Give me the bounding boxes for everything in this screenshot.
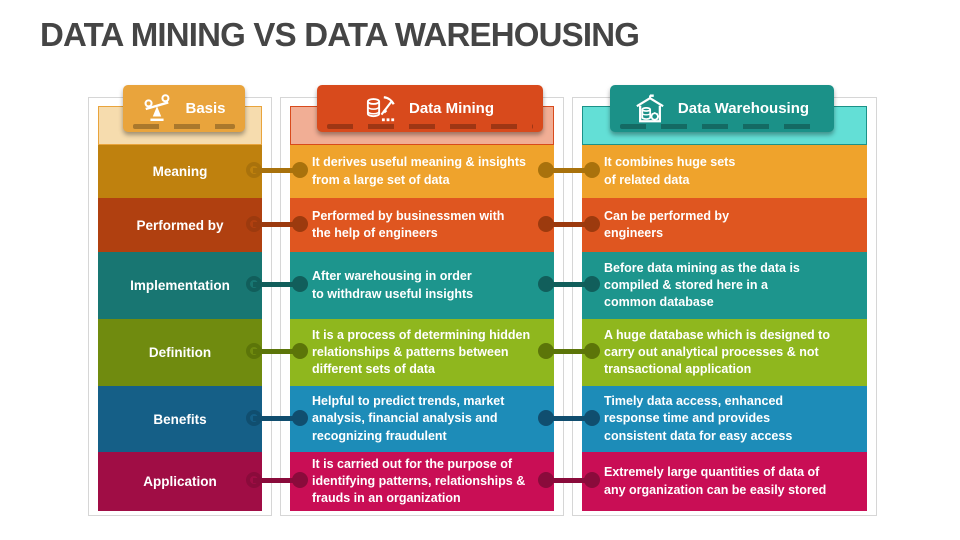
- basis-tab-label: Basis: [185, 100, 226, 117]
- row-label-performed-by: Performed by: [98, 198, 262, 252]
- connector-basis-mining-benefits: [246, 409, 308, 427]
- connector-mining-warehousing-definition: [538, 342, 600, 360]
- cell-warehousing-performed-by: Can be performed by engineers: [582, 198, 867, 252]
- row-label-application: Application: [98, 452, 262, 511]
- row-label-definition: Definition: [98, 319, 262, 386]
- cell-mining-meaning: It derives useful meaning & insights fro…: [290, 145, 554, 198]
- connector-basis-mining-application: [246, 471, 308, 489]
- row-label-implementation: Implementation: [98, 252, 262, 319]
- connector-basis-mining-definition: [246, 342, 308, 360]
- connector-basis-mining-implementation: [246, 275, 308, 293]
- connector-mining-warehousing-benefits: [538, 409, 600, 427]
- basis-header-tab: Basis: [123, 85, 245, 132]
- page-title: DATA MINING VS DATA WAREHOUSING: [40, 16, 640, 53]
- cell-warehousing-definition: A huge database which is designed to car…: [582, 319, 867, 386]
- connector-mining-warehousing-meaning: [538, 161, 600, 179]
- basis-column-strip: Meaning Performed by Implementation Defi…: [98, 106, 262, 511]
- data-mining-column-panel: It derives useful meaning & insights fro…: [280, 97, 564, 516]
- data-mining-tab-label: Data Mining: [409, 100, 494, 117]
- row-label-meaning: Meaning: [98, 145, 262, 198]
- data-warehouse-icon: [635, 93, 665, 124]
- cell-warehousing-meaning: It combines huge sets of related data: [582, 145, 867, 198]
- cell-mining-implementation: After warehousing in order to withdraw u…: [290, 252, 554, 319]
- cell-warehousing-implementation: Before data mining as the data is compil…: [582, 252, 867, 319]
- data-warehousing-column-panel: It combines huge sets of related data Ca…: [572, 97, 877, 516]
- connector-basis-mining-meaning: [246, 161, 308, 179]
- data-mining-header-tab: Data Mining: [317, 85, 543, 132]
- basis-column-panel: Meaning Performed by Implementation Defi…: [88, 97, 272, 516]
- cell-mining-definition: It is a process of determining hidden re…: [290, 319, 554, 386]
- connector-basis-mining-performed-by: [246, 215, 308, 233]
- connector-mining-warehousing-application: [538, 471, 600, 489]
- cell-mining-performed-by: Performed by businessmen with the help o…: [290, 198, 554, 252]
- data-warehousing-header-tab: Data Warehousing: [610, 85, 834, 132]
- cell-warehousing-benefits: Timely data access, enhanced response ti…: [582, 386, 867, 452]
- balance-scale-icon: [142, 93, 172, 124]
- connector-mining-warehousing-performed-by: [538, 215, 600, 233]
- data-mining-column-strip: It derives useful meaning & insights fro…: [290, 106, 554, 511]
- data-warehousing-tab-label: Data Warehousing: [677, 100, 810, 117]
- cell-mining-application: It is carried out for the purpose of ide…: [290, 452, 554, 511]
- data-warehousing-column-strip: It combines huge sets of related data Ca…: [582, 106, 867, 511]
- cell-mining-benefits: Helpful to predict trends, market analys…: [290, 386, 554, 452]
- connector-mining-warehousing-implementation: [538, 275, 600, 293]
- cell-warehousing-application: Extremely large quantities of data of an…: [582, 452, 867, 511]
- data-mining-icon: [366, 94, 396, 124]
- row-label-benefits: Benefits: [98, 386, 262, 452]
